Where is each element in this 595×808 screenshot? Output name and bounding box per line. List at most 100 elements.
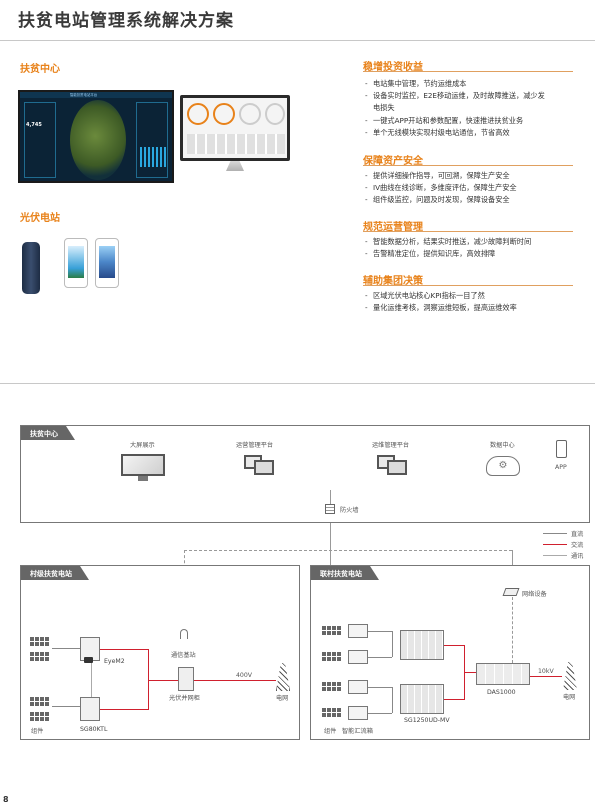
comm-line [512, 597, 513, 663]
list-item: 智能数据分析，结果实时推送，减少故障判断时间 [363, 236, 591, 248]
list-item-continuation: 电损失 [373, 103, 395, 113]
big-screen-label: 大屏展示 [130, 442, 155, 449]
dc-line [368, 631, 392, 632]
section-heading-revenue: 稳增投资收益 [363, 62, 423, 73]
legend-dc: 直流 [571, 531, 584, 538]
assets-list: 提供详细操作指导，可回溯，保障生产安全 IV曲线在线诊断，多维度评估，保障生产安… [363, 170, 591, 207]
voltage-10kv-label: 10kV [538, 668, 554, 675]
list-item: 区域光伏电站核心KPI指标一目了然 [363, 290, 591, 302]
cloud-icon: ⚙ [486, 456, 520, 476]
dc-line [392, 631, 393, 657]
list-item: 量化运维考核，洞察运维短板，提高运维效率 [363, 302, 591, 314]
list-item: 组件级监控，问题及时发现，保障设备安全 [363, 194, 591, 206]
dc-line [52, 648, 80, 649]
pv-module-icon [322, 708, 341, 717]
big-screen-stand [138, 476, 148, 481]
decision-list: 区域光伏电站核心KPI指标一目了然 量化运维考核，洞察运维短板，提高运维效率 [363, 290, 591, 315]
list-item: 告警精准定位，提供知识库，高效排障 [363, 248, 591, 260]
ac-line [444, 645, 464, 646]
om-platform-label: 运维管理平台 [372, 442, 410, 449]
list-item: 单个无线模块实现村级电站通信，节省高效 [363, 127, 591, 139]
village-station-box: 村级扶贫电站 [20, 565, 300, 740]
voltage-400v-label: 400V [236, 672, 253, 679]
ac-line [194, 680, 276, 681]
section-heading-operations: 规范运营管理 [363, 222, 423, 233]
combiner-label: 智能汇流箱 [342, 728, 373, 735]
das-label: DAS1000 [487, 689, 516, 696]
phone-icon [556, 440, 567, 458]
pv-module-icon [30, 712, 49, 721]
page-number: 8 [3, 795, 9, 804]
desktop-monitor [180, 95, 290, 161]
legend-comm-line [543, 555, 567, 556]
header-divider [0, 40, 595, 41]
base-station-label: 通信基站 [171, 652, 196, 659]
legend-comm: 通讯 [571, 553, 584, 560]
dashboard-title: 智能扶贫电站平台 [70, 93, 98, 97]
eyem-icon [84, 657, 93, 663]
firewall-icon [325, 504, 335, 514]
village-station-tab: 村级扶贫电站 [21, 566, 89, 580]
heading-underline [363, 231, 573, 232]
poverty-center-tab: 扶贫中心 [21, 426, 75, 440]
eyem-label: EyeM2 [104, 658, 125, 665]
data-center-label: 数据中心 [490, 442, 515, 449]
comm-line [184, 550, 512, 551]
dc-line [392, 687, 393, 713]
section-heading-assets: 保障资产安全 [363, 156, 423, 167]
page-title: 扶贫电站管理系统解决方案 [18, 11, 234, 31]
ac-line [530, 676, 562, 677]
antenna-icon [180, 629, 188, 639]
grid-label: 电网 [276, 695, 289, 702]
dc-line [368, 687, 392, 688]
comm-line [330, 490, 331, 506]
heading-underline [363, 165, 573, 166]
ac-line [100, 649, 148, 650]
app-label: APP [555, 464, 567, 471]
combiner-box-icon [348, 650, 368, 664]
ac-line [148, 649, 149, 710]
dashboard-screen: 智能扶贫电站平台 4,745 [18, 90, 174, 183]
pv-module-icon [30, 697, 49, 706]
list-item: 一键式APP开站和参数配置，快速推进扶贫业务 [363, 115, 591, 127]
heading-underline [363, 71, 573, 72]
pv-module-icon [30, 652, 49, 661]
ac-line [464, 672, 476, 673]
section-heading-decision: 辅助集团决策 [363, 276, 423, 287]
ac-line [148, 680, 178, 681]
operations-list: 智能数据分析，结果实时推送，减少故障判断时间 告警精准定位，提供知识库，高效排障 [363, 236, 591, 261]
comm-line [330, 550, 331, 566]
modules-label: 组件 [324, 728, 337, 735]
network-device-label: 网络设备 [522, 591, 547, 598]
big-screen-icon [121, 454, 165, 476]
network-device-icon [502, 588, 520, 596]
poverty-center-label: 扶贫中心 [20, 64, 60, 75]
firewall-label: 防火墙 [340, 507, 359, 514]
modules-label: 组件 [31, 728, 44, 735]
phone-2 [95, 238, 119, 288]
pv-module-icon [30, 637, 49, 646]
inverter-icon [400, 684, 444, 714]
combiner-box-icon [348, 680, 368, 694]
cabinet-label: 光伏并网柜 [169, 695, 200, 702]
das-cabinet-icon [476, 663, 530, 685]
comm-line [330, 523, 331, 550]
grid-label: 电网 [563, 694, 576, 701]
combiner-box-icon [348, 706, 368, 720]
monitor-stand [226, 161, 244, 171]
pv-station-label: 光伏电站 [20, 213, 60, 224]
dc-line [368, 657, 392, 658]
legend-ac-line [543, 544, 567, 545]
list-item: 提供详细操作指导，可回溯，保障生产安全 [363, 170, 591, 182]
legend-ac: 交流 [571, 542, 584, 549]
combiner-box-icon [348, 624, 368, 638]
inverter-model-label: SG80KTL [80, 726, 108, 733]
inverter-icon [80, 697, 100, 721]
pv-module-icon [322, 652, 341, 661]
dc-line [52, 706, 80, 707]
joint-station-tab: 联村扶贫电站 [311, 566, 379, 580]
ac-line [444, 699, 464, 700]
ops-monitor-icon [254, 460, 274, 475]
revenue-list: 电站集中管理，节约运维成本 设备实时监控，E2E移动运维，及时故障推送，减少发 … [363, 78, 591, 139]
ac-line [100, 709, 148, 710]
